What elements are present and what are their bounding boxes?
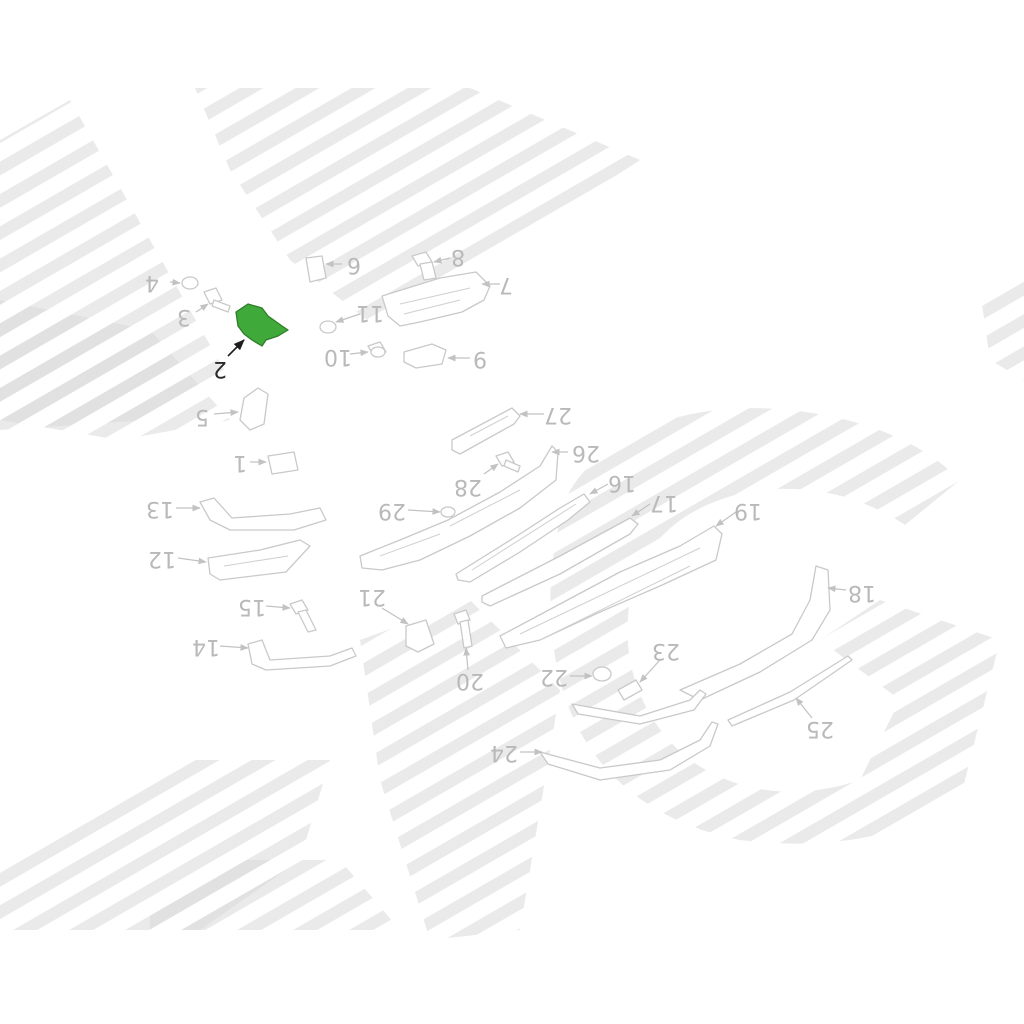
callout-21: 21 — [358, 584, 386, 609]
callout-7: 7 — [499, 272, 513, 297]
part-12-trim[interactable] — [207, 539, 311, 581]
callout-20: 20 — [456, 668, 484, 693]
callout-28: 28 — [454, 474, 482, 499]
part-22-clip[interactable] — [592, 666, 612, 682]
callout-12: 12 — [148, 546, 176, 571]
callout-14: 14 — [192, 634, 220, 659]
part-4-washer[interactable] — [181, 276, 199, 290]
callout-24: 24 — [490, 740, 518, 765]
part-17-strip[interactable] — [481, 517, 639, 607]
callouts: 4 3 2 5 1 6 8 7 11 10 9 13 12 15 14 27 2… — [145, 244, 876, 765]
part-5-bracket[interactable] — [239, 387, 269, 431]
callout-8: 8 — [451, 244, 465, 269]
callout-2: 2 — [213, 356, 227, 381]
callout-23: 23 — [652, 638, 680, 663]
part-6-clip[interactable] — [305, 255, 327, 283]
callout-11: 11 — [356, 300, 384, 325]
callout-25: 25 — [806, 716, 834, 741]
callout-6: 6 — [347, 252, 361, 277]
callout-19: 19 — [734, 498, 762, 523]
part-8-bolt[interactable] — [411, 251, 437, 281]
callout-4: 4 — [145, 270, 159, 295]
part-14-bracket[interactable] — [247, 639, 357, 671]
part-24b-lower-trim[interactable] — [571, 689, 707, 725]
callout-27: 27 — [544, 402, 572, 427]
part-28-bolt[interactable] — [495, 451, 521, 473]
callout-29: 29 — [378, 498, 406, 523]
part-13-bracket[interactable] — [199, 497, 327, 531]
part-23-cover[interactable] — [617, 679, 643, 701]
callout-18: 18 — [848, 580, 876, 605]
part-24-lower-trim[interactable] — [539, 721, 719, 781]
callout-5: 5 — [195, 404, 209, 429]
callout-3: 3 — [177, 304, 191, 329]
part-26-bracket[interactable] — [359, 445, 559, 571]
part-29-screw[interactable] — [440, 506, 456, 518]
part-27-trim[interactable] — [451, 407, 521, 455]
part-15-bolt[interactable] — [289, 599, 317, 633]
callout-9: 9 — [473, 346, 487, 371]
part-10-screw[interactable] — [367, 341, 387, 358]
part-25-strip[interactable] — [727, 655, 853, 727]
part-11-washer[interactable] — [319, 320, 337, 334]
callout-13: 13 — [146, 496, 174, 521]
callout-15: 15 — [238, 594, 266, 619]
watermark — [0, 88, 1024, 940]
part-20-bolt[interactable] — [453, 609, 473, 649]
part-3-bolt[interactable] — [203, 287, 231, 313]
part-9-guide[interactable] — [403, 343, 447, 369]
callout-26: 26 — [572, 440, 600, 465]
part-18-trim[interactable] — [679, 565, 831, 701]
callout-22: 22 — [540, 664, 568, 689]
callout-1: 1 — [233, 450, 247, 475]
callout-16: 16 — [608, 470, 636, 495]
callout-17: 17 — [650, 490, 678, 515]
part-21-clip[interactable] — [405, 619, 435, 653]
part-1-cover[interactable] — [267, 451, 299, 475]
leaders — [169, 256, 847, 756]
parts — [181, 251, 853, 781]
callout-10: 10 — [324, 344, 352, 369]
part-2-bracket[interactable] — [235, 303, 289, 347]
